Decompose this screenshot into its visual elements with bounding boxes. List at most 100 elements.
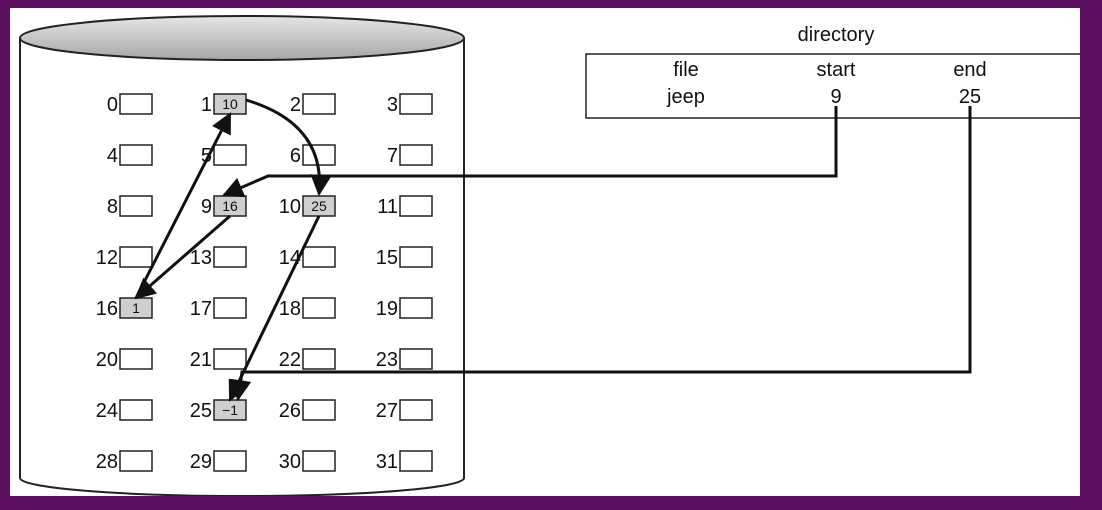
block-number: 31: [376, 451, 398, 473]
block-cell: [213, 450, 247, 472]
disk-block-3: 3: [387, 93, 433, 116]
block-number: 19: [376, 298, 398, 320]
block-number: 15: [376, 247, 398, 269]
disk-block-20: 20: [96, 348, 153, 371]
header-start: start: [817, 59, 856, 81]
disk-block-29: 29: [190, 450, 247, 473]
disk-block-8: 8: [107, 195, 153, 218]
block-cell: [119, 348, 153, 370]
disk-block-5: 5: [201, 144, 247, 167]
block-cell: [399, 93, 433, 115]
disk-block-2: 2: [290, 93, 336, 116]
block-number: 16: [96, 298, 118, 320]
block-cell: [302, 450, 336, 472]
disk-block-25: 25 −1: [190, 399, 247, 422]
block-number: 21: [190, 349, 212, 371]
block-number: 28: [96, 451, 118, 473]
block-cell: [213, 246, 247, 268]
chain-link-1-to-10: [245, 98, 332, 197]
block-number: 10: [279, 196, 301, 218]
block-cell: [213, 144, 247, 166]
block-number: 20: [96, 349, 118, 371]
row-end-block: 25: [959, 86, 981, 108]
block-next-pointer: 25: [311, 198, 327, 214]
header-end: end: [953, 59, 986, 81]
disk-block-4: 4: [107, 144, 153, 167]
chain-link-9-to-16: [134, 214, 231, 300]
disk-block-17: 17: [190, 297, 247, 320]
block-cell: [302, 144, 336, 166]
block-number: 1: [201, 94, 212, 116]
disk-block-1: 1 10: [201, 93, 247, 116]
block-cell: [399, 195, 433, 217]
disk-block-16: 16 1: [96, 297, 153, 320]
block-cell: [399, 297, 433, 319]
disk-block-23: 23: [376, 348, 433, 371]
block-number: 13: [190, 247, 212, 269]
block-number: 6: [290, 145, 301, 167]
block-number: 25: [190, 400, 212, 422]
block-cell: [302, 93, 336, 115]
header-file: file: [673, 59, 699, 81]
disk-block-30: 30: [279, 450, 336, 473]
disk-block-14: 14: [279, 246, 336, 269]
block-cell: [302, 399, 336, 421]
block-number: 26: [279, 400, 301, 422]
block-number: 12: [96, 247, 118, 269]
disk-top: [19, 15, 465, 61]
disk-block-21: 21: [190, 348, 247, 371]
block-number: 7: [387, 145, 398, 167]
block-number: 22: [279, 349, 301, 371]
block-next-pointer: −1: [222, 402, 238, 418]
block-cell: [302, 348, 336, 370]
block-number: 5: [201, 145, 212, 167]
disk-block-27: 27: [376, 399, 433, 422]
block-number: 29: [190, 451, 212, 473]
end-pointer-link: [230, 106, 972, 402]
row-file-name: jeep: [666, 86, 705, 108]
block-cell: [119, 246, 153, 268]
start-pointer-link: [222, 106, 838, 198]
disk-block-28: 28: [96, 450, 153, 473]
disk-block-12: 12: [96, 246, 153, 269]
block-number: 17: [190, 298, 212, 320]
block-number: 8: [107, 196, 118, 218]
block-cell: [399, 348, 433, 370]
block-number: 9: [201, 196, 212, 218]
block-cell: [119, 195, 153, 217]
block-next-pointer: 1: [132, 300, 140, 316]
block-cell: [119, 144, 153, 166]
block-number: 0: [107, 94, 118, 116]
block-cell: [213, 348, 247, 370]
block-number: 27: [376, 400, 398, 422]
block-cell: [399, 450, 433, 472]
directory-title: directory: [798, 24, 875, 46]
directory-box: [585, 53, 1080, 119]
block-cell: [119, 399, 153, 421]
pointer-links: [134, 98, 972, 402]
disk-block-10: 10 25: [279, 195, 336, 218]
block-cell: [119, 93, 153, 115]
block-number: 30: [279, 451, 301, 473]
disk-block-6: 6: [290, 144, 336, 167]
chain-link-16-to-1: [134, 112, 232, 299]
disk-block-7: 7: [387, 144, 433, 167]
block-number: 2: [290, 94, 301, 116]
block-next-pointer: 16: [222, 198, 238, 214]
disk-block-15: 15: [376, 246, 433, 269]
block-next-pointer: 10: [222, 96, 238, 112]
disk-block-9: 9 16: [201, 195, 247, 218]
disk-block-13: 13: [190, 246, 247, 269]
block-cell: [399, 399, 433, 421]
block-number: 24: [96, 400, 118, 422]
block-number: 4: [107, 145, 118, 167]
disk-block-24: 24: [96, 399, 153, 422]
disk-block-0: 0: [107, 93, 153, 116]
block-cell: [302, 246, 336, 268]
directory-table: directory file start end jeep 9 25: [585, 24, 1080, 119]
disk-block-18: 18: [279, 297, 336, 320]
chain-link-10-to-25: [228, 215, 321, 402]
disk-block-26: 26: [279, 399, 336, 422]
